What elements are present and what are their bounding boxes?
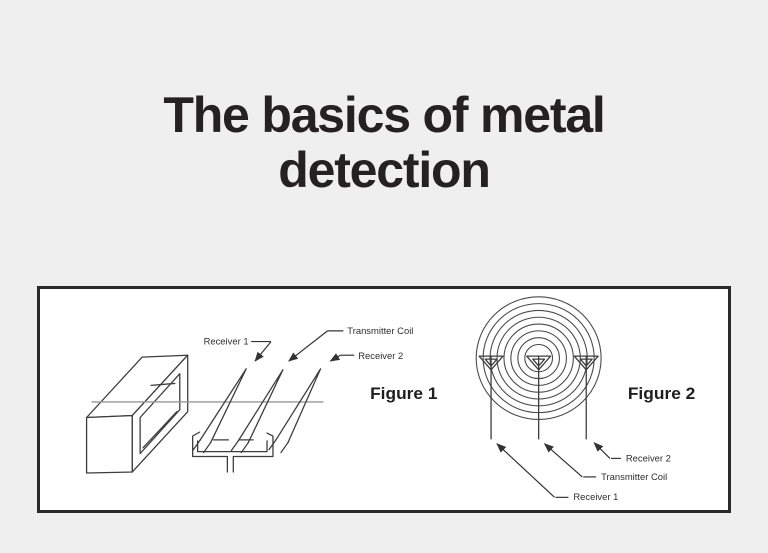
figure2-caption: Figure 2 [628, 383, 695, 403]
transmitter-coil-label-fig1: Transmitter Coil [347, 326, 413, 336]
receiver1-label-fig1: Receiver 1 [204, 337, 249, 347]
receiver2-label-fig1: Receiver 2 [358, 351, 403, 361]
transmitter-coil-label-fig2: Transmitter Coil [601, 472, 667, 482]
receiver1-arrow-fig1 [254, 341, 272, 362]
receiver2-label-fig2: Receiver 2 [626, 453, 671, 463]
antenna-receiver2 [573, 355, 599, 440]
figure1-diagram: Receiver 1 Transmitter Coil Receiver 2 F… [85, 326, 438, 474]
figure1-caption: Figure 1 [370, 383, 438, 403]
antenna-receiver1 [478, 355, 504, 440]
receiver2-arrow-fig2 [593, 442, 611, 459]
receiver2-arrow-fig1 [329, 353, 341, 362]
tunnel-box [85, 354, 189, 474]
figure1-labels: Receiver 1 Transmitter Coil Receiver 2 [204, 326, 413, 362]
page-title: The basics of metal detection [163, 87, 605, 198]
figure2-diagram: Receiver 2 Transmitter Coil Receiver 1 F… [475, 296, 695, 502]
transmitter-arrow-fig1 [288, 330, 328, 362]
figure2-labels: Receiver 2 Transmitter Coil Receiver 1 [496, 442, 671, 502]
coil-plate-receiver1 [192, 368, 247, 454]
coil-base-bracket [192, 431, 274, 473]
antenna-transmitter [526, 355, 552, 440]
tunnel-aperture [139, 373, 181, 455]
transmitter-arrow-fig2 [543, 443, 583, 478]
receiver1-arrow-fig2 [496, 443, 555, 498]
metal-detection-diagram: Receiver 1 Transmitter Coil Receiver 2 F… [85, 296, 695, 502]
figure-panel: Receiver 1 Transmitter Coil Receiver 2 F… [37, 286, 731, 513]
receiver1-label-fig2: Receiver 1 [573, 492, 618, 502]
coil-plate-transmitter [230, 369, 284, 454]
